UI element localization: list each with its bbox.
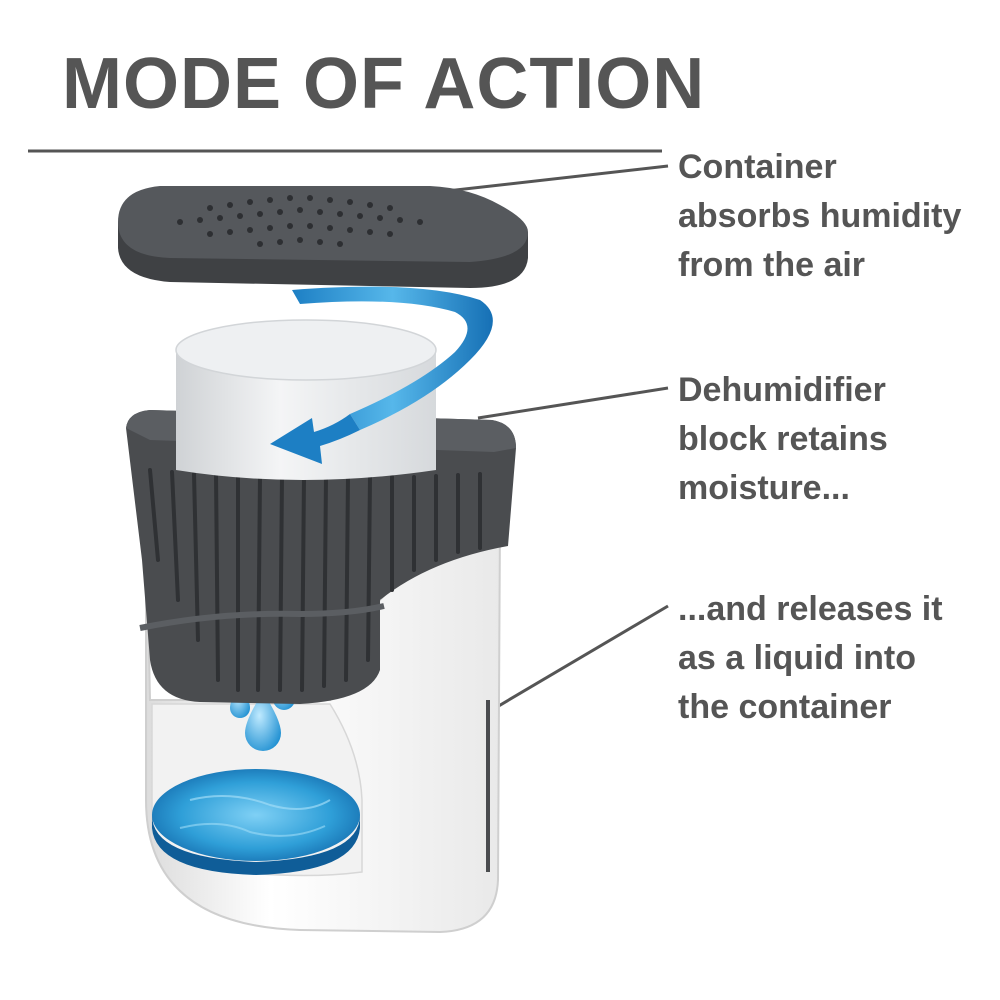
caption-line: as a liquid into bbox=[678, 639, 917, 677]
caption-line: the container bbox=[678, 688, 892, 726]
swirl-arrow-icon bbox=[270, 286, 493, 464]
caption-line: ...and releases it bbox=[678, 590, 943, 628]
caption-line: from the air bbox=[678, 246, 866, 284]
caption-line: block retains bbox=[678, 420, 888, 458]
caption-line: Container bbox=[678, 148, 837, 186]
water-pool bbox=[152, 769, 360, 875]
dehumidifier-block bbox=[175, 319, 437, 480]
leader-line-lid bbox=[437, 164, 669, 194]
step-absorb-caption: Container absorbs humidity from the air bbox=[678, 143, 961, 290]
step-release-caption: ...and releases it as a liquid into the … bbox=[678, 585, 943, 732]
caption-line: moisture... bbox=[678, 469, 850, 507]
perforated-lid bbox=[118, 186, 528, 288]
caption-line: absorbs humidity bbox=[678, 197, 962, 235]
leader-line-block bbox=[477, 386, 669, 420]
caption-line: Dehumidifier bbox=[678, 371, 886, 409]
step-retain-caption: Dehumidifier block retains moisture... bbox=[678, 366, 888, 513]
page-title: MODE OF ACTION bbox=[62, 44, 706, 124]
